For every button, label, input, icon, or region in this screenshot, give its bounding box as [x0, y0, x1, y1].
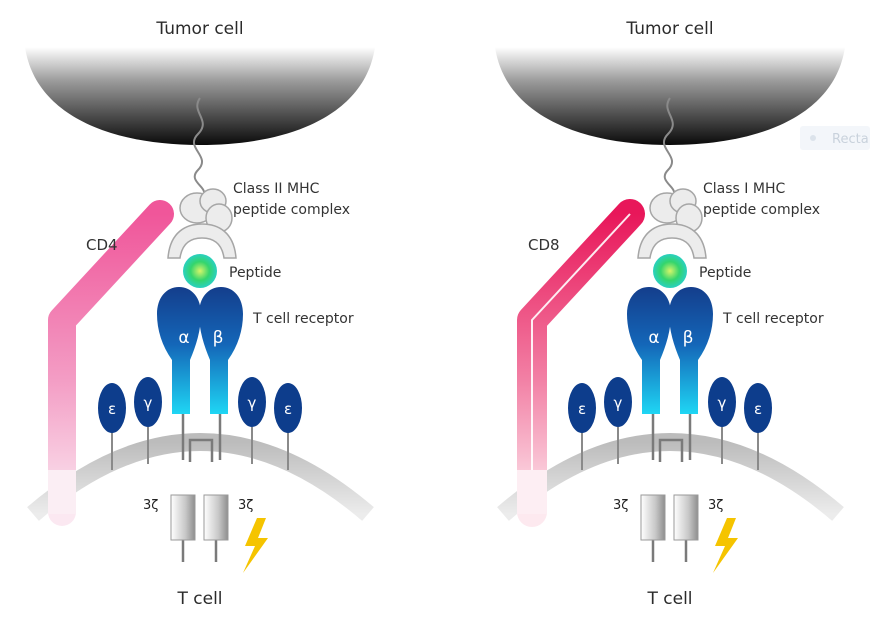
peptide-label: Peptide: [699, 265, 751, 281]
epsilon-subunit: [274, 383, 302, 433]
tcr-stems: [651, 414, 692, 462]
tcr-label: T cell receptor: [722, 311, 824, 327]
t-cell-label: T cell: [176, 589, 222, 609]
subunit-label: γ: [718, 394, 727, 412]
lightning-bolt-icon: [243, 518, 268, 573]
tcr-alpha-chain: [157, 287, 201, 414]
mhc-label-line1: Class I MHC: [703, 181, 785, 197]
cd8-coreceptor: [517, 199, 645, 527]
subunit-label: ε: [754, 400, 762, 418]
zeta-chains: [170, 494, 229, 562]
tcr-stems: [181, 414, 222, 462]
tumor-cell-shape: [495, 47, 845, 145]
ghost-label: Recta: [832, 132, 869, 147]
mhc-class1-complex: [637, 188, 707, 259]
panel-right: Tumor cell CD8 Class I MHC peptide compl…: [495, 19, 845, 609]
gamma-subunit: [604, 377, 632, 427]
mhc-tether: [192, 97, 205, 193]
subunit-label: γ: [614, 394, 623, 412]
mhc-class2-complex: [167, 188, 237, 259]
t-cell-membrane: [27, 433, 374, 521]
beta-label: β: [213, 328, 224, 348]
coreceptor-label: CD8: [528, 236, 560, 254]
zeta-label-left: 3ζ: [613, 498, 628, 513]
zeta-block: [170, 494, 196, 541]
cd3-subunits: ε γ γ ε: [98, 377, 302, 470]
tcr-label: T cell receptor: [252, 311, 354, 327]
zeta-label-left: 3ζ: [143, 498, 158, 513]
subunit-label: ε: [578, 400, 586, 418]
peptide: [653, 254, 687, 288]
epsilon-subunit: [744, 383, 772, 433]
zeta-label-right: 3ζ: [238, 498, 253, 513]
cd3-subunits: ε γ γ ε: [568, 377, 772, 470]
alpha-label: α: [648, 328, 659, 348]
epsilon-subunit: [98, 383, 126, 433]
mhc-label-line2: peptide complex: [233, 202, 350, 218]
tcr-beta-chain: [669, 287, 713, 414]
zeta-block: [203, 494, 229, 541]
mhc-label-line1: Class II MHC: [233, 181, 320, 197]
subunit-label: γ: [144, 394, 153, 412]
lightning-bolt-icon: [713, 518, 738, 573]
epsilon-subunit: [568, 383, 596, 433]
t-cell-membrane: [497, 433, 844, 521]
tumor-cell-label: Tumor cell: [625, 19, 713, 39]
alpha-label: α: [178, 328, 189, 348]
ghost-tooltip: Recta: [800, 126, 870, 150]
gamma-subunit: [708, 377, 736, 427]
peptide-label: Peptide: [229, 265, 281, 281]
peptide: [183, 254, 217, 288]
zeta-chains: [640, 494, 699, 562]
t-cell-label: T cell: [646, 589, 692, 609]
coreceptor-label: CD4: [86, 236, 118, 254]
tcr-beta-chain: [199, 287, 243, 414]
zeta-block: [673, 494, 699, 541]
zeta-block: [640, 494, 666, 541]
subunit-label: ε: [108, 400, 116, 418]
tumor-cell-shape: [25, 47, 375, 145]
cd4-coreceptor: [48, 200, 174, 526]
subunit-label: ε: [284, 400, 292, 418]
panel-left: Tumor cell CD4 Class II MHC peptide comp…: [25, 19, 375, 609]
tcr-alpha-chain: [627, 287, 671, 414]
beta-label: β: [683, 328, 694, 348]
zeta-label-right: 3ζ: [708, 498, 723, 513]
gamma-subunit: [238, 377, 266, 427]
tumor-cell-label: Tumor cell: [155, 19, 243, 39]
mhc-label-line2: peptide complex: [703, 202, 820, 218]
mhc-tether: [662, 97, 675, 193]
gamma-subunit: [134, 377, 162, 427]
subunit-label: γ: [248, 394, 257, 412]
